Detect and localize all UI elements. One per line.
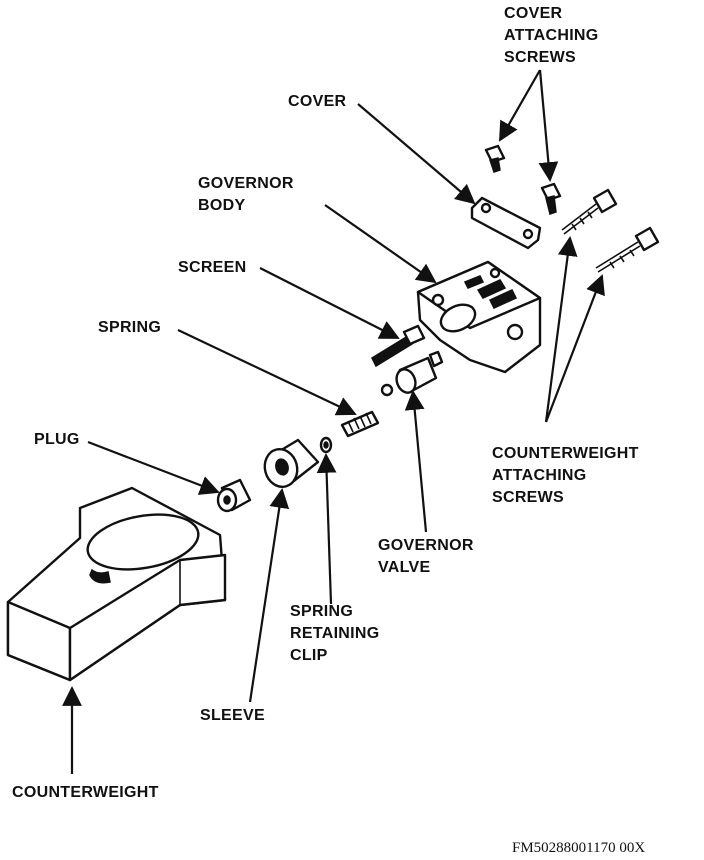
counterweight-part	[6, 486, 227, 682]
leader-screen	[259, 267, 400, 339]
label-counterweight-attaching-screws: COUNTERWEIGHT ATTACHING SCREWS	[492, 445, 643, 506]
leader-governor-body	[324, 204, 437, 284]
leader-cw-screw-lower	[544, 274, 605, 423]
leader-cw-screw-upper	[544, 236, 578, 423]
spring-retaining-clip-part	[319, 436, 333, 454]
label-governor-body: GOVERNOR BODY	[198, 175, 299, 214]
spring-part	[340, 410, 380, 438]
leader-cover-screw-right	[538, 69, 559, 182]
plug-part	[216, 478, 252, 513]
label-spring: SPRING	[98, 319, 161, 336]
label-cover: COVER	[288, 93, 347, 110]
governor-valve-part	[380, 350, 444, 397]
cover-screw-right	[540, 182, 562, 215]
leader-spring-retaining-clip	[316, 453, 337, 605]
leader-cover-screw-left	[499, 69, 541, 142]
figure-id: FM50288001170 00X	[512, 840, 645, 856]
label-spring-retaining-clip: SPRING RETAINING CLIP	[290, 603, 384, 664]
leader-governor-valve	[404, 390, 428, 533]
leader-sleeve	[248, 488, 290, 703]
label-plug: PLUG	[34, 431, 80, 448]
cover-part	[470, 196, 542, 250]
label-sleeve: SLEEVE	[200, 707, 265, 724]
sleeve-part	[263, 438, 320, 489]
leader-plug	[87, 440, 220, 495]
counterweight-screw-lower	[595, 226, 660, 273]
leader-lines	[62, 69, 605, 774]
governor-body-part	[416, 260, 542, 374]
counterweight-screw-upper	[561, 188, 618, 235]
screen-part	[371, 324, 426, 368]
label-screen: SCREEN	[178, 259, 246, 276]
label-cover-attaching-screws: COVER ATTACHING SCREWS	[504, 5, 603, 66]
leader-cover	[357, 103, 476, 205]
label-counterweight: COUNTERWEIGHT	[12, 784, 159, 801]
leader-spring	[177, 329, 357, 416]
cover-screw-left	[484, 144, 506, 173]
label-governor-valve: GOVERNOR VALVE	[378, 537, 479, 576]
